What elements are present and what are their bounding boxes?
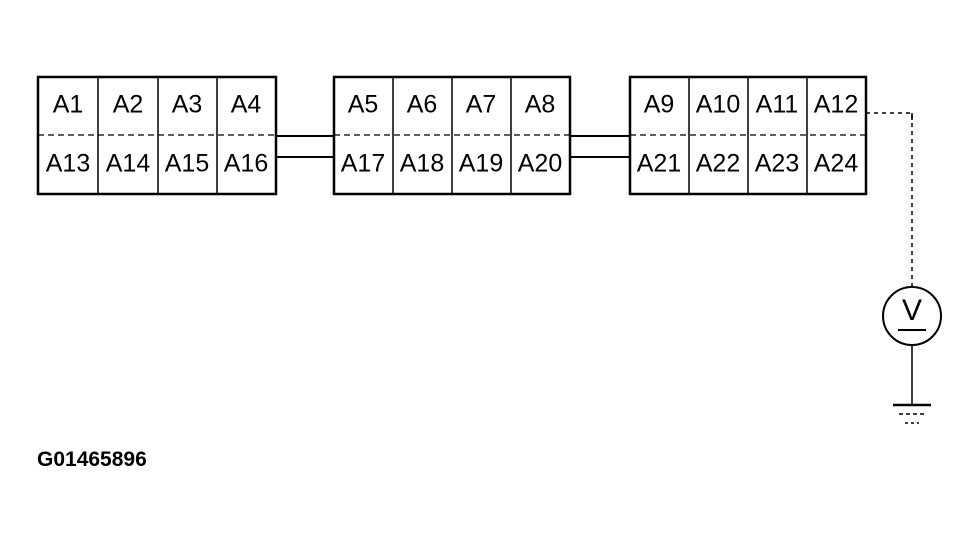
pin-a23: A23 [755,150,799,178]
pin-a5: A5 [348,91,379,119]
ground-icon [893,345,931,424]
figure-id: G01465896 [37,448,147,471]
pin-a19: A19 [459,150,503,178]
pin-a4: A4 [231,91,262,119]
pin-a2: A2 [113,91,144,119]
pin-a9: A9 [644,91,675,119]
pin-a18: A18 [400,150,444,178]
pin-a15: A15 [165,150,209,178]
voltmeter-label: V [902,294,922,327]
pin-a8: A8 [525,91,556,119]
pin-a10: A10 [696,91,740,119]
pin-a22: A22 [696,150,740,178]
pin-a21: A21 [637,150,681,178]
pin-a3: A3 [172,91,203,119]
pin-a24: A24 [814,150,859,178]
pin-a1: A1 [53,91,84,119]
pin-a17: A17 [341,150,385,178]
pin-a16: A16 [224,150,268,178]
probe-lead [866,112,913,290]
pin-a6: A6 [407,91,438,119]
pin-a14: A14 [106,150,151,178]
pin-a13: A13 [46,150,90,178]
pin-a12: A12 [814,91,858,119]
pin-a11: A11 [756,91,799,119]
pin-a20: A20 [518,150,562,178]
harness-wires [276,135,630,158]
pin-a7: A7 [466,91,497,119]
voltmeter-icon: V [882,286,942,346]
